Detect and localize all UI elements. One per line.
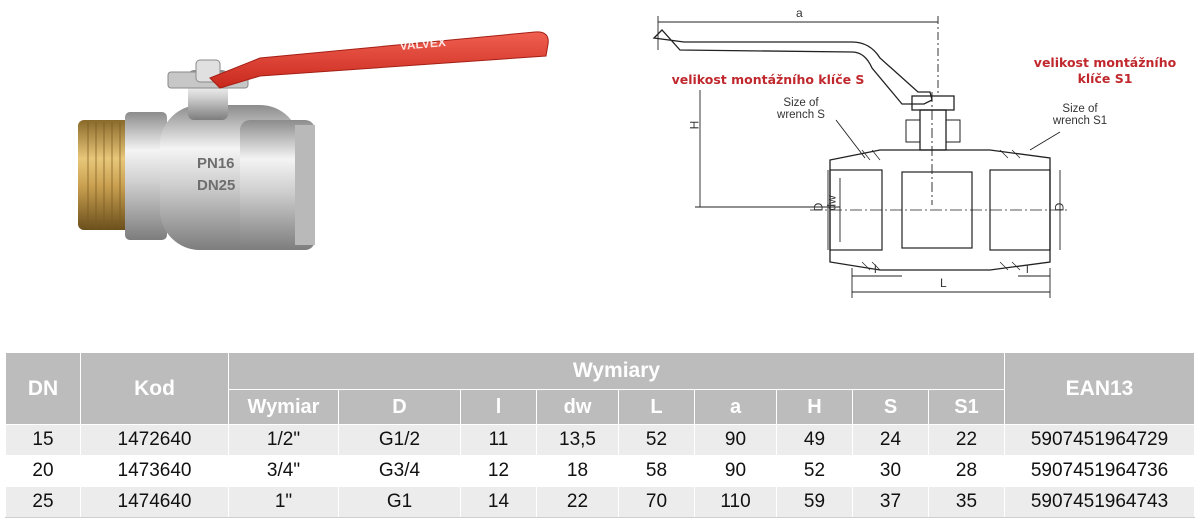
cell-dw: 18	[536, 455, 619, 487]
wrench-s1-label-cz-line2: klíče S1	[1077, 71, 1133, 86]
brass-thread	[78, 120, 133, 230]
cell-wymiar: 1/2"	[228, 424, 339, 456]
cell-wymiar: 3/4"	[228, 455, 339, 487]
header-ean13: EAN13	[1004, 352, 1195, 425]
cell-l-large: 70	[618, 486, 695, 518]
drawing-handle	[652, 29, 933, 105]
wrench-s-label-cz: velikost montážního klíče S	[671, 72, 865, 87]
wrench-s-label-en-line1: Size of	[783, 97, 819, 109]
table-row: 20 1473640 3/4" G3/4 12 18 58 90 52 30 2…	[5, 455, 1195, 487]
left-hex	[125, 112, 167, 240]
cell-s: 24	[852, 424, 929, 456]
header-dn: DN	[5, 352, 81, 425]
cell-s1: 35	[928, 486, 1005, 518]
cell-dw: 13,5	[536, 424, 619, 456]
header-h: H	[776, 389, 853, 425]
cell-ean13: 5907451964729	[1004, 424, 1195, 456]
technical-drawing	[652, 16, 1070, 298]
header-a: a	[694, 389, 777, 425]
wrench-s1-label-cz: velikost montážního klíče S1	[1020, 55, 1190, 87]
header-s: S	[852, 389, 929, 425]
cell-d: G3/4	[338, 455, 461, 487]
wrench-s-label-en-line2: wrench S	[777, 109, 825, 121]
header-l-small: l	[460, 389, 537, 425]
cell-a: 110	[694, 486, 777, 518]
handle-brand: VALVEX	[399, 35, 446, 53]
cell-s: 30	[852, 455, 929, 487]
header-d: D	[338, 389, 461, 425]
cell-h: 59	[776, 486, 853, 518]
cell-s1: 22	[928, 424, 1005, 456]
dim-L-label: L	[940, 276, 947, 290]
red-handle	[209, 31, 549, 89]
cell-dn: 25	[5, 486, 81, 518]
cell-dn: 15	[5, 424, 81, 456]
cell-l-small: 11	[460, 424, 537, 456]
cell-l-large: 58	[618, 455, 695, 487]
cell-dn: 20	[5, 455, 81, 487]
cell-kod: 1474640	[80, 486, 229, 518]
spec-table: DN Kod Wymiary EAN13 Wymiar D l dw L a H…	[5, 352, 1195, 518]
cell-s: 37	[852, 486, 929, 518]
body-mark-dn: DN25	[197, 177, 235, 194]
cell-ean13: 5907451964743	[1004, 486, 1195, 518]
cell-d: G1/2	[338, 424, 461, 456]
ball-valve-photo: PN16 DN25 VALVEX	[78, 31, 549, 250]
wrench-s1-label-en-line2: wrench S1	[1052, 115, 1108, 127]
table-row: 25 1474640 1" G1 14 22 70 110 59 37 35 5…	[5, 486, 1195, 518]
cell-h: 52	[776, 455, 853, 487]
wrench-s-label-en: Size of wrench S	[766, 97, 836, 121]
cell-dw: 22	[536, 486, 619, 518]
cell-d: G1	[338, 486, 461, 518]
cell-l-small: 14	[460, 486, 537, 518]
wrench-s1-label-cz-line1: velikost montážního	[1033, 55, 1177, 70]
wrench-s1-label-en: Size of wrench S1	[1040, 103, 1120, 127]
cell-a: 90	[694, 455, 777, 487]
cell-wymiar: 1"	[228, 486, 339, 518]
header-kod: Kod	[80, 352, 229, 425]
dim-H-label: H	[687, 120, 702, 130]
header-wymiar: Wymiar	[228, 389, 339, 425]
dim-D2-label: D	[1052, 202, 1067, 212]
drawing-body	[829, 149, 1051, 271]
wrench-s1-label-en-line1: Size of	[1062, 103, 1098, 115]
header-l-large: L	[618, 389, 695, 425]
header-wymiary: Wymiary	[228, 352, 1005, 390]
dim-a-label: a	[796, 6, 803, 20]
cell-kod: 1473640	[80, 455, 229, 487]
dim-dw-label: dw	[824, 195, 839, 211]
dim-D-label: D	[811, 202, 826, 212]
cell-s1: 28	[928, 455, 1005, 487]
cell-a: 90	[694, 424, 777, 456]
cell-kod: 1472640	[80, 424, 229, 456]
table-row: 15 1472640 1/2" G1/2 11 13,5 52 90 49 24…	[5, 424, 1195, 456]
cell-l-large: 52	[618, 424, 695, 456]
dim-l2-label: l	[1026, 262, 1029, 276]
cell-ean13: 5907451964736	[1004, 455, 1195, 487]
header-dw: dw	[536, 389, 619, 425]
header-s1: S1	[928, 389, 1005, 425]
body-mark-pn: PN16	[197, 155, 235, 172]
dim-l-label: l	[874, 262, 877, 276]
cell-l-small: 12	[460, 455, 537, 487]
cell-h: 49	[776, 424, 853, 456]
